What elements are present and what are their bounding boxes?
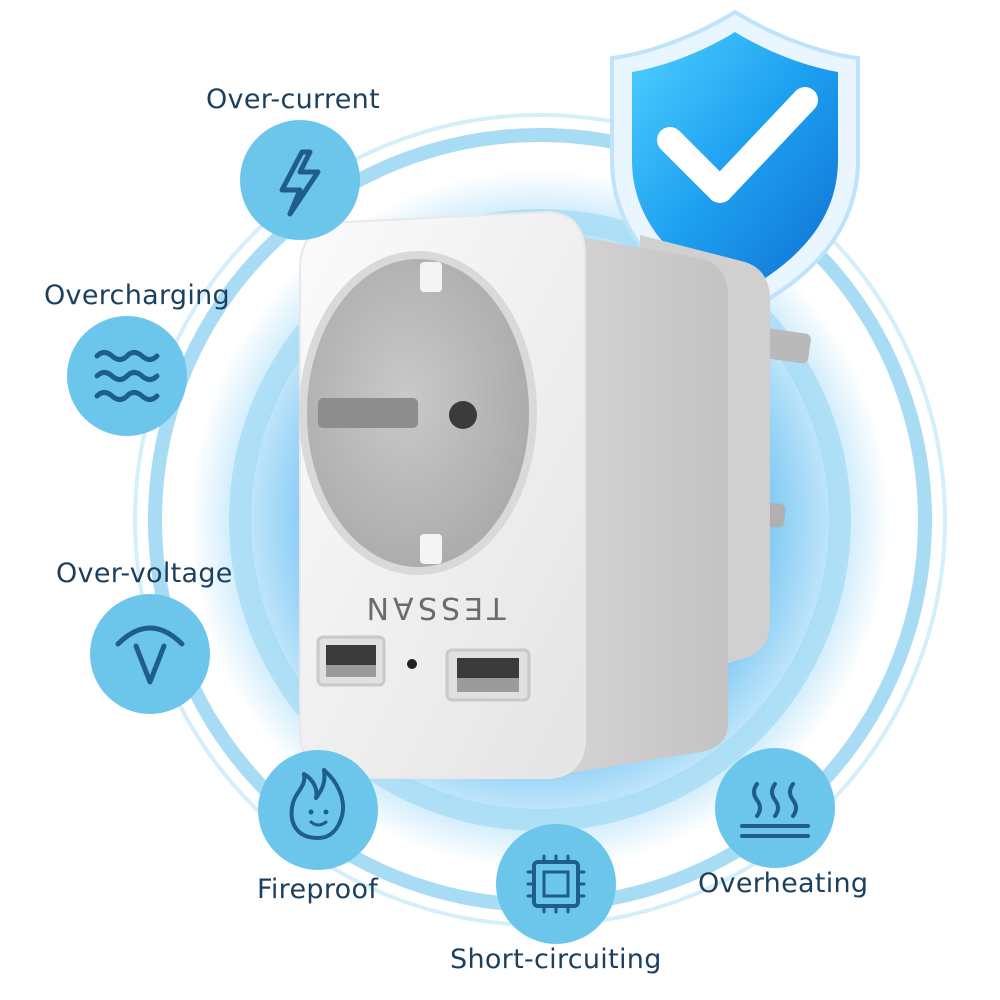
waves-icon — [67, 316, 187, 436]
heat-waves-icon — [715, 748, 835, 868]
lightning-bolt-icon — [240, 120, 360, 240]
brand-logo: TESSAN — [362, 590, 506, 625]
label-overheating: Overheating — [698, 868, 869, 899]
voltage-arc-icon — [90, 594, 210, 714]
label-short-circuiting: Short-circuiting — [450, 944, 662, 975]
label-over-voltage: Over-voltage — [56, 558, 233, 589]
plug-adapter — [299, 210, 811, 779]
chip-icon — [496, 824, 616, 944]
feature-icons — [67, 120, 835, 944]
shield-check-icon — [610, 9, 860, 321]
label-overcharging: Overcharging — [44, 280, 230, 311]
flame-icon — [258, 750, 378, 870]
label-over-current: Over-current — [206, 84, 380, 115]
label-fireproof: Fireproof — [257, 874, 379, 905]
